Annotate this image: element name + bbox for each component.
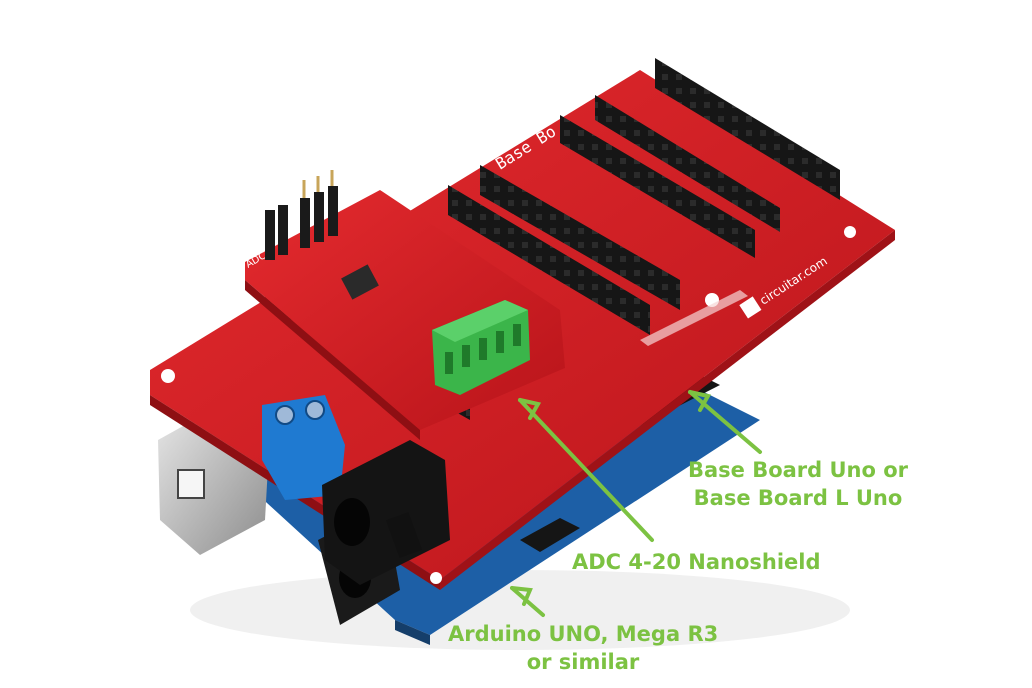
mounting-hole: [430, 572, 442, 584]
callout-arduino: Arduino UNO, Mega R3 or similar: [448, 620, 718, 676]
mounting-hole: [844, 226, 856, 238]
pin-label-strip: [640, 290, 748, 346]
callout-base-board: Base Board Uno or Base Board L Uno: [678, 456, 918, 512]
callout-adc-line1: ADC 4-20 Nanoshield: [572, 550, 821, 574]
callout-arrows: [510, 390, 762, 617]
callout-arduino-line2: or similar: [526, 650, 640, 674]
green-terminal-block: [432, 300, 530, 395]
adc-chip: [341, 264, 379, 300]
callout-arduino-line1: Arduino UNO, Mega R3: [448, 622, 719, 646]
callout-adc-nanoshield: ADC 4-20 Nanoshield: [572, 548, 821, 576]
adc-nanoshield: ADC: [244, 170, 565, 440]
mounting-hole: [161, 369, 175, 383]
blue-screw-terminal: [262, 395, 345, 500]
callout-base-board-line2: Base Board L Uno: [693, 486, 903, 510]
pin-headers: [265, 170, 338, 260]
jumper: [385, 512, 423, 558]
callout-base-board-line1: Base Board Uno or: [687, 458, 909, 482]
